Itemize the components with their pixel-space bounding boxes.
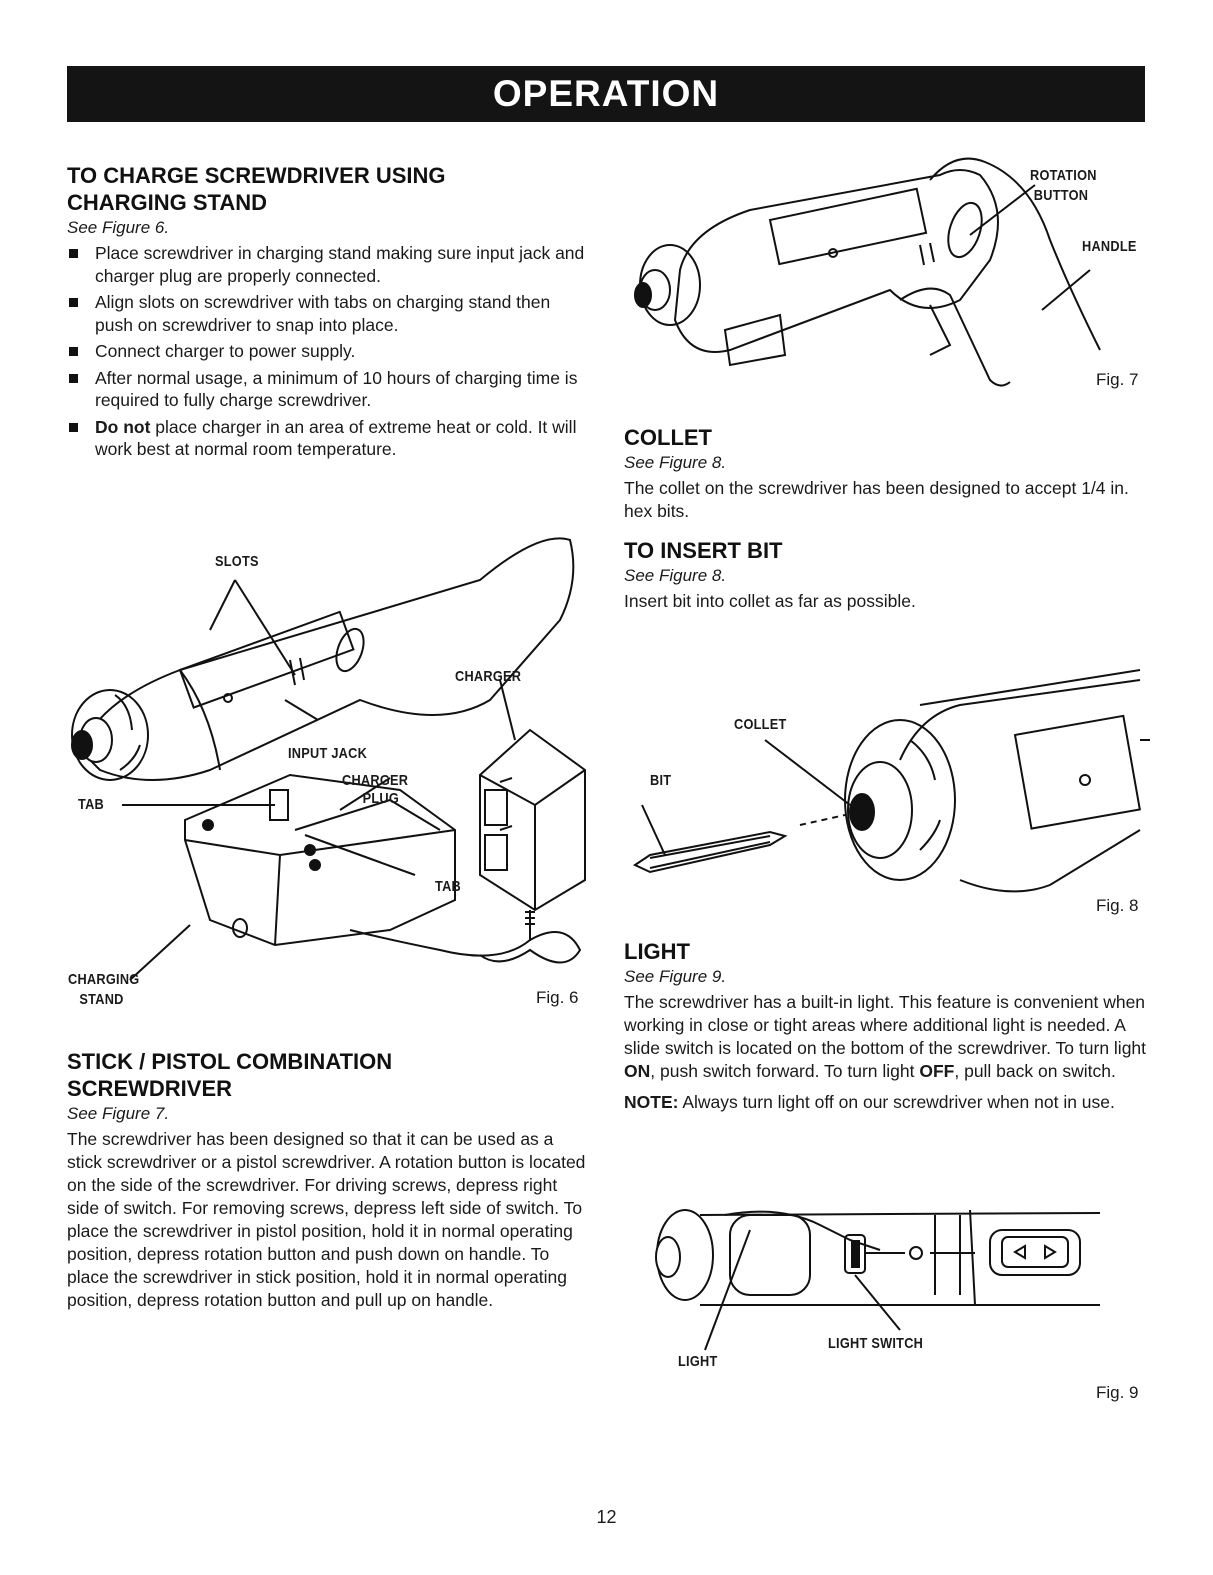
- label-slots: SLOTS: [215, 553, 259, 570]
- list-item: After normal usage, a minimum of 10 hour…: [67, 367, 587, 412]
- insert-bit-body: Insert bit into collet as far as possibl…: [624, 591, 916, 611]
- list-item: Align slots on screwdriver with tabs on …: [67, 291, 587, 336]
- label-tab-right: TAB: [435, 878, 462, 895]
- section-banner: OPERATION: [67, 66, 1145, 122]
- light-switch-illustration: [655, 1209, 1101, 1351]
- list-item: Place screwdriver in charging stand maki…: [67, 242, 587, 287]
- light-title: LIGHT: [624, 939, 690, 964]
- stick-body: The screwdriver has been designed so tha…: [67, 1129, 586, 1310]
- label-handle: HANDLE: [1082, 238, 1137, 255]
- figure-7: ROTATION BUTTON HANDLE Fig. 7: [630, 150, 1150, 400]
- insert-bit-title: TO INSERT BIT: [624, 538, 783, 563]
- label-input-jack: INPUT JACK: [288, 745, 368, 762]
- stick-see-figure: See Figure 7.: [67, 1104, 170, 1123]
- label-light: LIGHT: [678, 1353, 718, 1370]
- label-bit: BIT: [650, 772, 672, 789]
- label-tab-left: TAB: [78, 796, 105, 813]
- light-note: NOTE: Always turn light off on our screw…: [624, 1092, 1115, 1112]
- collet-section: COLLET See Figure 8. The collet on the s…: [624, 424, 1149, 613]
- label-charger-plug: CHARGER PLUG: [342, 772, 409, 807]
- collet-bit-illustration: [632, 669, 1150, 893]
- figure-9-caption: Fig. 9: [1096, 1383, 1139, 1402]
- figure-6-caption: Fig. 6: [536, 988, 579, 1007]
- list-item: Do not place charger in an area of extre…: [67, 416, 587, 461]
- label-light-switch: LIGHT SWITCH: [828, 1335, 924, 1352]
- label-charging-stand: CHARGING STAND: [68, 971, 140, 1008]
- light-see-figure: See Figure 9.: [624, 967, 727, 986]
- label-collet: COLLET: [734, 716, 787, 733]
- collet-see-figure: See Figure 8.: [624, 453, 727, 472]
- light-section: LIGHT See Figure 9. The screwdriver has …: [624, 938, 1149, 1114]
- label-charger: CHARGER: [455, 668, 522, 685]
- light-body: The screwdriver has a built-in light. Th…: [624, 992, 1147, 1081]
- collet-title: COLLET: [624, 425, 712, 450]
- insert-bit-see-figure: See Figure 8.: [624, 566, 727, 585]
- charging-stand-illustration: [71, 537, 586, 981]
- label-rotation-button: ROTATION BUTTON: [1030, 167, 1097, 204]
- charge-see-figure: See Figure 6.: [67, 218, 170, 237]
- collet-body: The collet on the screwdriver has been d…: [624, 478, 1129, 521]
- pistol-screwdriver-illustration: [634, 157, 1101, 387]
- figure-9: LIGHT SWITCH LIGHT Fig. 9: [630, 1195, 1150, 1405]
- figure-6: SLOTS CHARGER INPUT JACK CHARGER PLUG TA…: [60, 500, 600, 1020]
- charge-bullet-list: Place screwdriver in charging stand maki…: [67, 242, 587, 461]
- figure-8: COLLET BIT Fig. 8: [630, 660, 1150, 920]
- figure-8-caption: Fig. 8: [1096, 896, 1139, 915]
- list-item: Connect charger to power supply.: [67, 340, 587, 363]
- page-number: 12: [596, 1507, 617, 1527]
- figure-7-caption: Fig. 7: [1096, 370, 1139, 389]
